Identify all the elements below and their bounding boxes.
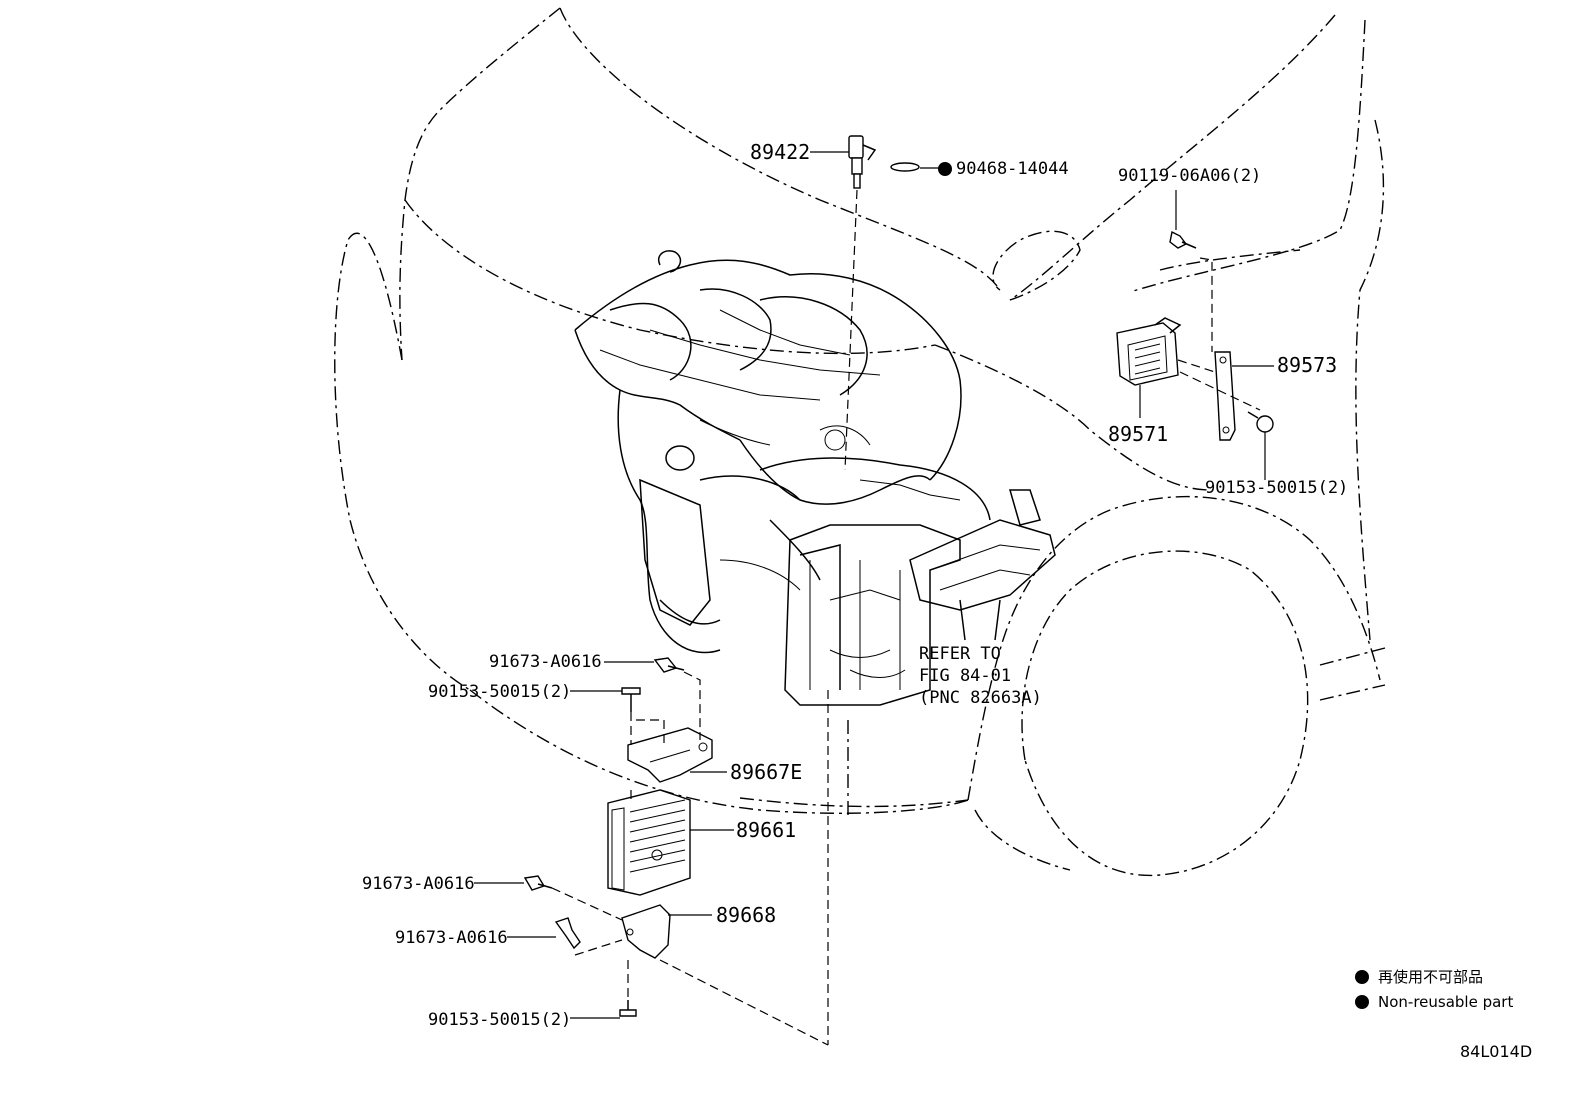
label-89573: 89573: [1277, 353, 1337, 377]
transmission-assembly: [784, 489, 1056, 706]
legend-text-jp: 再使用不可部品: [1378, 968, 1483, 986]
refer-note-line3: (PNC 82663A): [919, 688, 1042, 708]
bracket-89573: [1177, 257, 1261, 441]
sensor-89422: [844, 135, 920, 471]
legend-bullet-en: [1355, 995, 1369, 1009]
label-90119-06A06: 90119-06A06(2): [1118, 166, 1261, 186]
module-89571: [1116, 317, 1182, 386]
bolt-90153-top: [1247, 411, 1274, 433]
non-reusable-marker: [938, 162, 952, 176]
bolt-90119: [1169, 230, 1197, 249]
engine-assembly: [574, 250, 991, 654]
label-89571: 89571: [1108, 422, 1168, 446]
legend-text-en: Non-reusable part: [1378, 993, 1513, 1011]
ecu-89661: [607, 789, 691, 896]
label-91673-A0616-c: 91673-A0616: [395, 928, 508, 948]
label-91673-A0616-b: 91673-A0616: [362, 874, 475, 894]
label-89667E: 89667E: [730, 760, 802, 784]
label-89661: 89661: [736, 818, 796, 842]
label-90468-14044: 90468-14044: [956, 159, 1069, 179]
leader-lines: [474, 151, 1274, 1019]
vehicle-body-outline: [334, 7, 1386, 877]
fasteners-ecu: [523, 657, 829, 1046]
label-91673-A0616-a: 91673-A0616: [489, 652, 602, 672]
figure-code: 84L014D: [1460, 1042, 1532, 1061]
refer-note-line1: REFER TO: [919, 644, 1001, 664]
legend-bullet-jp: [1355, 970, 1369, 984]
bracket-89667E: [627, 727, 713, 783]
bracket-89668: [621, 904, 671, 959]
label-89668: 89668: [716, 903, 776, 927]
label-89422: 89422: [750, 140, 810, 164]
refer-note-line2: FIG 84-01: [919, 666, 1011, 686]
label-90153-50015-mid: 90153-50015(2): [428, 682, 571, 702]
legend: 再使用不可部品 Non-reusable part: [1355, 968, 1513, 1011]
label-90153-50015-top: 90153-50015(2): [1205, 478, 1348, 498]
label-90153-50015-bot: 90153-50015(2): [428, 1010, 571, 1030]
